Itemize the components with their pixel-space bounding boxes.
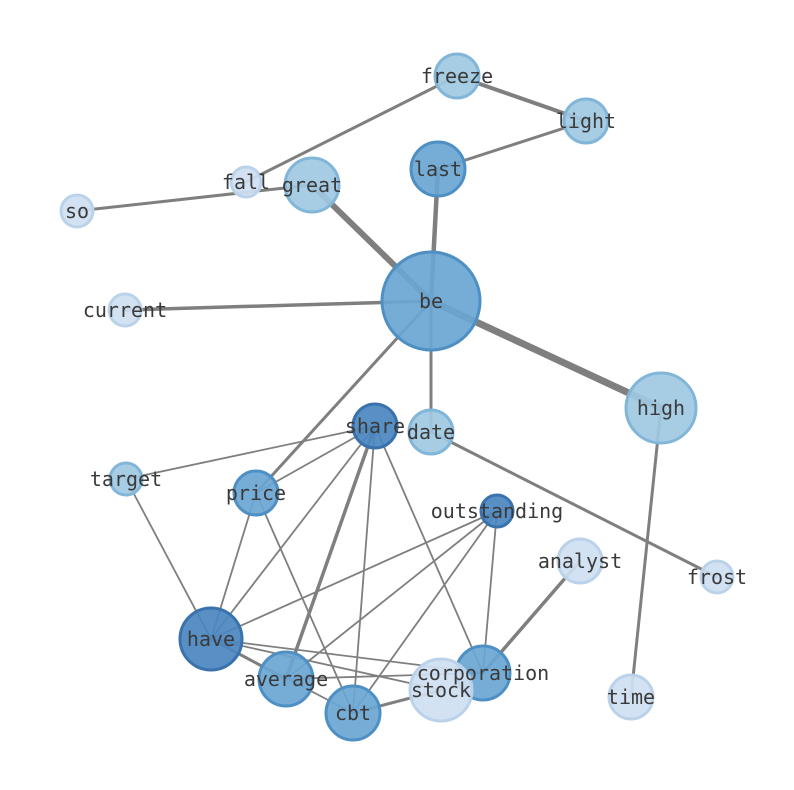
node-light (562, 97, 610, 145)
node-stock (408, 657, 474, 723)
node-label-current: current (83, 298, 167, 322)
node-current (107, 292, 143, 328)
node-label-stock: stock (411, 678, 471, 702)
node-frost (699, 559, 735, 595)
edges-layer (75, 74, 719, 715)
node-outstanding (479, 493, 515, 529)
node-label-freeze: freeze (421, 64, 493, 88)
edge-so-great (75, 183, 314, 213)
node-share (351, 402, 399, 450)
node-label-cbt: cbt (335, 701, 371, 725)
labels-layer: freeze light last fall great so current be high s… (65, 64, 747, 725)
edge-price-cbt (255, 492, 354, 714)
node-time (607, 673, 655, 721)
node-target (108, 461, 144, 497)
edge-current-be (123, 299, 433, 312)
edge-outstanding-have (210, 510, 498, 640)
node-label-last: last (414, 157, 462, 181)
edge-share-target (125, 425, 376, 480)
node-label-have: have (187, 627, 235, 651)
node-freeze (433, 52, 481, 100)
node-label-analyst: analyst (538, 549, 622, 573)
node-label-so: so (65, 199, 89, 223)
node-last (409, 140, 467, 198)
node-label-time: time (607, 685, 655, 709)
node-so (59, 193, 95, 229)
node-have (178, 606, 244, 672)
node-price (232, 469, 280, 517)
node-label-average: average (244, 667, 328, 691)
node-label-date: date (407, 420, 455, 444)
edge-share-have (210, 425, 376, 640)
node-cbt (324, 684, 382, 742)
node-label-target: target (90, 467, 162, 491)
edge-have-stock (210, 638, 442, 691)
node-label-outstanding: outstanding (431, 499, 563, 523)
node-label-great: great (282, 173, 342, 197)
node-average (257, 650, 315, 708)
edge-outstanding-average (285, 510, 498, 680)
node-label-light: light (556, 109, 616, 133)
node-label-share: share (345, 414, 405, 438)
node-label-fall: fall (222, 170, 270, 194)
node-analyst (556, 537, 604, 585)
node-date (407, 408, 455, 456)
node-label-high: high (637, 396, 685, 420)
edge-high-time (629, 406, 663, 699)
node-high (624, 371, 698, 445)
edge-share-cbt (352, 425, 376, 714)
edge-freeze-fall (244, 74, 459, 184)
edge-date-frost (429, 430, 719, 579)
node-label-frost: frost (687, 565, 747, 589)
nodes-layer (59, 52, 735, 742)
node-label-be: be (419, 289, 443, 313)
edge-share-corporation (374, 425, 484, 674)
edge-outstanding-cbt (352, 510, 498, 714)
node-fall (229, 165, 263, 199)
node-label-price: price (226, 481, 286, 505)
node-be (380, 250, 482, 352)
edge-share-average (284, 424, 377, 681)
node-great (283, 156, 341, 214)
node-label-corporation: corporation (417, 661, 549, 685)
